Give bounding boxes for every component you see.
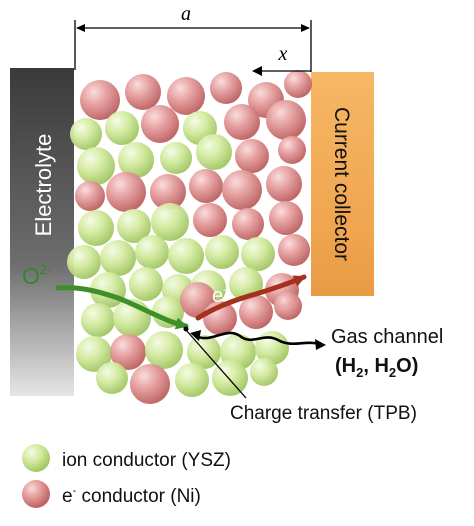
ysz-particle — [151, 203, 189, 241]
ysz-particle — [196, 134, 232, 170]
gas-channel-arrowhead-right — [315, 339, 326, 350]
ysz-particle — [160, 142, 192, 174]
ysz-particle — [78, 210, 114, 246]
ni-particle — [130, 364, 170, 404]
ni-particle — [266, 100, 306, 140]
ysz-particle — [250, 358, 278, 386]
tpb-pointer-line — [185, 329, 247, 399]
legend-ion-label: ion conductor (YSZ) — [62, 450, 231, 471]
ni-particle — [80, 80, 120, 120]
ni-particle — [278, 234, 310, 266]
ni-particle — [106, 172, 146, 212]
dimension-arrowhead-a-left — [76, 24, 85, 32]
ysz-particle — [105, 111, 139, 145]
ysz-particle — [205, 235, 239, 269]
ni-particle — [235, 139, 269, 173]
ion-label: O2- — [22, 262, 51, 289]
ni-particle — [269, 201, 303, 235]
tpb-label: Charge transfer (TPB) — [230, 403, 417, 424]
position-arrowhead-x — [252, 66, 262, 76]
current-collector-label: Current collector — [330, 107, 353, 261]
ni-particle — [278, 136, 306, 164]
ni-particle — [125, 74, 161, 110]
position-label-x: x — [278, 43, 288, 65]
ion-path-arrow — [55, 285, 189, 330]
electron-label: e- — [212, 282, 227, 307]
gas-channel-arrowhead-left — [190, 330, 201, 341]
legend-e-label: e- conductor (Ni) — [62, 485, 201, 507]
legend-ion-swatch — [22, 444, 50, 472]
ysz-particle — [70, 118, 102, 150]
gas-channel-arrow — [194, 331, 322, 346]
ni-particle — [167, 77, 205, 115]
legend-e-swatch — [22, 480, 50, 508]
ysz-particle — [67, 245, 101, 279]
ni-particle — [210, 72, 242, 104]
ysz-particle — [117, 209, 151, 243]
ysz-particle — [175, 363, 209, 397]
ysz-particle — [129, 267, 163, 301]
ysz-particle — [76, 336, 112, 372]
ysz-particle — [96, 362, 128, 394]
ni-particle — [224, 104, 260, 140]
particle-layer — [67, 70, 312, 404]
ysz-particle — [118, 142, 154, 178]
tpb-point — [183, 326, 189, 332]
ysz-particle — [145, 331, 183, 369]
electrolyte-label: Electrolyte — [31, 134, 56, 237]
ni-particle — [141, 105, 179, 143]
ni-particle — [284, 70, 312, 98]
electron-path-arrow — [195, 274, 307, 321]
ysz-particle — [255, 331, 289, 365]
ni-particle — [189, 169, 223, 203]
ni-particle — [274, 292, 302, 320]
ni-particle — [110, 334, 146, 370]
ni-particle — [222, 170, 262, 210]
current-collector-layer — [311, 72, 374, 296]
ni-particle — [266, 166, 302, 202]
dimension-label-a: a — [181, 3, 191, 25]
ysz-particle — [168, 238, 204, 274]
ni-particle — [239, 295, 273, 329]
ni-particle — [150, 174, 186, 210]
ni-particle — [75, 181, 105, 211]
ni-particle — [232, 208, 264, 240]
gas-channel-species: (H2, H2O) — [335, 355, 418, 380]
ysz-particle — [77, 147, 115, 185]
ysz-particle — [135, 235, 169, 269]
ysz-particle — [241, 237, 275, 271]
ysz-particle — [81, 303, 115, 337]
ni-particle — [193, 203, 227, 237]
ysz-particle — [100, 240, 136, 276]
electrolyte-layer — [10, 68, 74, 396]
gas-channel-label: Gas channel — [331, 326, 443, 348]
